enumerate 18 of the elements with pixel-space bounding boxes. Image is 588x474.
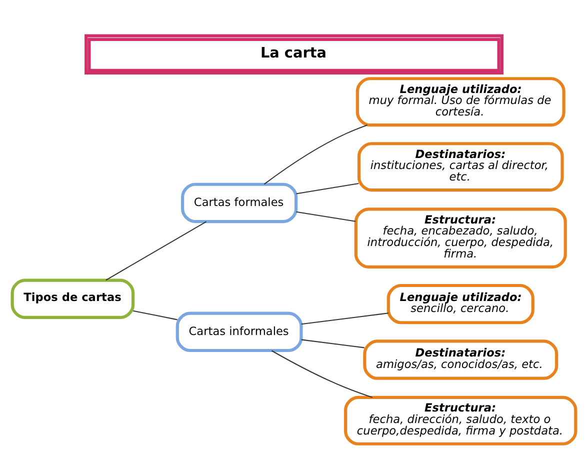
node-box: Estructura: fecha, encabezado, saludo, introducción, cuerpo, despedida, firma. (354, 208, 567, 268)
connector (301, 339, 364, 348)
node-box: Estructura: fecha, dirección, saludo, texto o cuerpo,despedida, firma y postdata. (344, 396, 578, 446)
node-box: Destinatarios: instituciones, cartas al director, etc. (357, 142, 564, 192)
node-box: Tipos de cartas (10, 278, 135, 320)
node-box: Destinatarios: amigos/as, conocidos/as, etc. (363, 340, 558, 380)
connector (296, 182, 359, 194)
diagram-title: La carta (260, 46, 327, 62)
node-box: Cartas formales (181, 182, 298, 224)
connector (106, 221, 206, 281)
node-box: Lenguaje utilizado: sencillo, cercano. (386, 284, 534, 324)
connector (264, 124, 368, 185)
connector (272, 350, 373, 398)
node-box: Cartas informales (176, 312, 303, 352)
connector (133, 310, 178, 320)
connector (301, 312, 388, 325)
connector (296, 211, 356, 222)
node-box: Lenguaje utilizado: muy formal. Uso de fórmulas de cortesía. (356, 77, 566, 127)
